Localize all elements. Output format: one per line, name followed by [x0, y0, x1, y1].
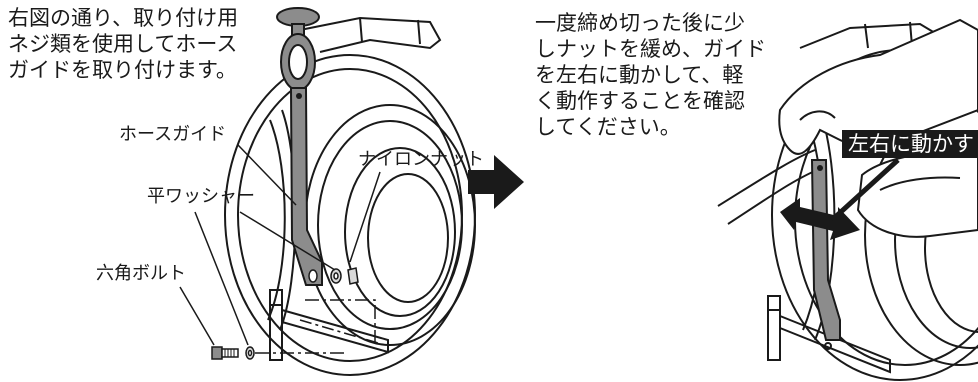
right-instruction-line: 一度締め切った後に少 [535, 11, 745, 35]
arrow-right-icon [468, 155, 524, 209]
double-arrow-icon [780, 158, 900, 240]
right-instruction-line: しナットを緩め、ガイド [535, 37, 766, 61]
flat-washer-label: 平ワッシャー [147, 186, 255, 207]
left-instruction: 右図の通り、取り付け用 ネジ類を使用してホース ガイドを取り付けます。 [8, 5, 238, 83]
nylon-nut-label: ナイロンナット [358, 149, 484, 170]
hose-guide-label: ホースガイド [119, 124, 227, 145]
hex-bolt-label: 六角ボルト [96, 263, 186, 284]
hose-guide-right [810, 159, 841, 341]
hose-reel-left [224, 16, 476, 376]
leader-lines [179, 144, 381, 346]
right-instruction: 一度締め切った後に少 しナットを緩め、ガイド を左右に動かして、軽 く動作するこ… [535, 10, 766, 140]
left-instruction-line: ガイドを取り付けます。 [8, 58, 237, 82]
left-instruction-line: 右図の通り、取り付け用 [8, 6, 239, 30]
right-instruction-line: してください。 [535, 115, 681, 139]
hose-guide-part [276, 7, 323, 286]
right-instruction-line: を左右に動かして、軽 [535, 63, 744, 87]
move-left-right-badge: 左右に動かす [842, 130, 978, 158]
left-instruction-line: ネジ類を使用してホース [8, 32, 238, 56]
right-instruction-line: く動作することを確認 [535, 89, 745, 113]
fastener-parts [211, 267, 359, 360]
